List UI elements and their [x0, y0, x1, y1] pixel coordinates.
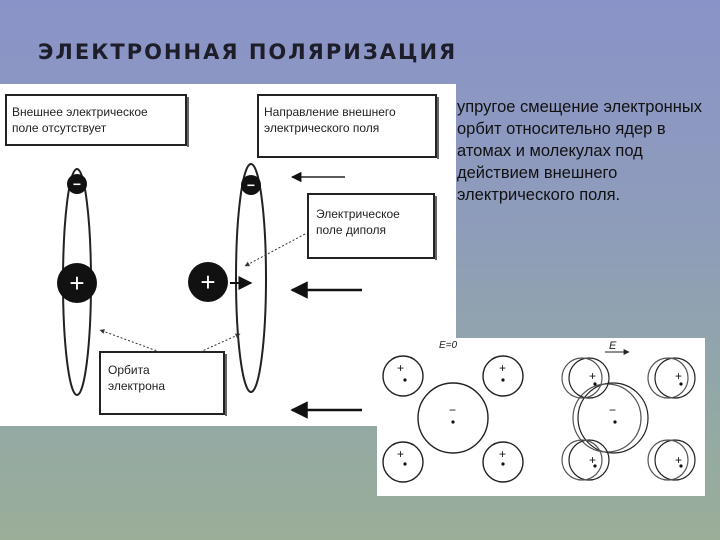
plus-sign-tl: + [397, 361, 404, 375]
molecule-polarization-diagram: E=0 E + + + + − [377, 338, 705, 496]
plus-sign-br: + [499, 447, 506, 461]
orbit-pointer-line-right [199, 333, 241, 353]
plus-sign-bl: + [397, 447, 404, 461]
charges-polarized: + + + + − [589, 369, 682, 467]
nucleus-right [188, 262, 228, 302]
electron-right [241, 175, 261, 195]
plus-sign-pol-tr: + [675, 369, 682, 383]
outer-atom-unpolarized-bl [382, 441, 424, 483]
outer-atom-polarized-bl [568, 439, 610, 481]
outer-atom-unpolarized-br [482, 441, 524, 483]
molecule-diagram-svg: E=0 E + + + + − [382, 340, 696, 483]
plus-sign-pol-tl: + [589, 369, 596, 383]
outer-atom-polarized-tr [654, 357, 696, 399]
electron-orbit-diagram: Внешнее электрическое поле отсутствует Н… [0, 84, 456, 426]
orbit-label-line1: Орбита [108, 363, 150, 377]
dipole-field-label-box: Электрическое поле диполя [307, 193, 437, 260]
central-atom-polarized [577, 382, 649, 454]
field-direction-label-box: Направление внешнего электрического поля [257, 94, 439, 159]
electron-orbit-right [235, 163, 267, 393]
orbit-label-box: Орбита электрона [99, 351, 227, 416]
electron-left-sign: − [73, 176, 81, 192]
minus-sign-pol-center: − [609, 403, 616, 417]
outer-atom-unpolarized-tl [382, 355, 424, 397]
dipole-pointer-line [244, 233, 306, 267]
slide-description: упругое смещение электронных орбит относ… [457, 98, 702, 204]
electron-right-sign: − [247, 177, 255, 193]
slide-title: ЭЛЕКТРОННАЯ ПОЛЯРИЗАЦИЯ [38, 40, 458, 64]
e-zero-label: E=0 [439, 340, 458, 351]
dipole-field-label-line1: Электрическое [316, 207, 400, 221]
orbit-label-line2: электрона [108, 379, 165, 393]
central-atom-polarized-shifted [572, 383, 642, 453]
nucleus-left-sign: + [69, 268, 84, 298]
atom-no-field: + − [57, 168, 97, 396]
plus-sign-tr: + [499, 361, 506, 375]
plus-sign-pol-bl: + [589, 453, 596, 467]
molecule-polarized [561, 357, 696, 481]
outer-atom-polarized-br [654, 439, 696, 481]
no-field-label-line1: Внешнее электрическое [12, 105, 148, 119]
outer-atom-polarized-tl [568, 357, 610, 399]
nucleus-left [57, 263, 97, 303]
outer-atom-unpolarized-tr [482, 355, 524, 397]
atom-in-field: + − [188, 163, 267, 393]
plus-sign-pol-br: + [675, 453, 682, 467]
orbit-diagram-svg: Внешнее электрическое поле отсутствует Н… [5, 94, 439, 419]
charges-unpolarized: + + + + − [397, 361, 506, 461]
centers-unpolarized [403, 378, 505, 466]
nucleus-right-sign: + [200, 267, 215, 297]
orbit-pointer-line-left [99, 329, 161, 353]
centers-polarized [593, 382, 683, 468]
molecule-unpolarized [382, 355, 524, 483]
field-direction-label-line1: Направление внешнего [264, 105, 396, 119]
field-direction-label-line2: электрического поля [264, 121, 379, 135]
dipole-field-label-line2: поле диполя [316, 223, 386, 237]
central-atom-unpolarized [417, 382, 489, 454]
minus-sign-center: − [449, 403, 456, 417]
no-field-label-line2: поле отсутствует [12, 121, 107, 135]
no-field-label-box: Внешнее электрическое поле отсутствует [5, 94, 189, 147]
e-vector-label: E [609, 340, 617, 352]
electron-left [67, 174, 87, 194]
